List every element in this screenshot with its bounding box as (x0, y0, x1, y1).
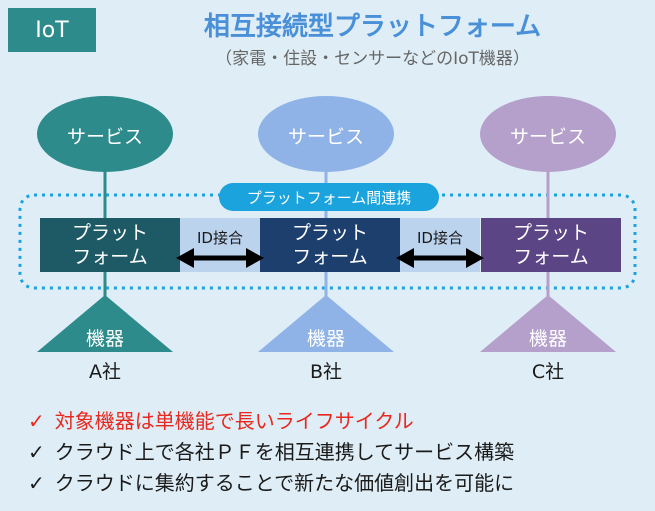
bullet-text: クラウド上で各社ＰＦを相互連携してサービス構築 (54, 440, 515, 464)
bullet-text: 対象機器は単機能で長いライフサイクル (54, 409, 414, 433)
bullet-item: ✓ クラウドに集約することで新たな価値創出を可能に (28, 468, 648, 499)
interop-boundary (18, 193, 637, 290)
slide-title: 相互接続型プラットフォーム (203, 12, 542, 42)
platform-label-line1: プラット (291, 222, 368, 244)
device-label-c: 機器 (528, 328, 567, 350)
device-label-b: 機器 (306, 328, 345, 350)
platform-label-line2: フォーム (513, 246, 589, 268)
id-link-label-bc: ID接合 (417, 229, 463, 247)
platform-label-line2: フォーム (72, 246, 148, 268)
service-oval-c (480, 96, 616, 172)
service-oval-a (37, 96, 173, 172)
device-label-a: 機器 (85, 328, 124, 350)
slide-subtitle: （家電・住設・センサーなどのIoT機器） (215, 49, 530, 69)
platform-box-b (260, 218, 400, 272)
platform-label-line1: プラット (71, 222, 148, 244)
service-label-a: サービス (66, 126, 143, 148)
device-triangle-c (480, 295, 616, 352)
company-label-b: B社 (309, 361, 343, 383)
platform-box-a (40, 218, 180, 272)
service-label-c: サービス (509, 126, 586, 148)
platform-label-c: プラット フォーム (481, 218, 621, 272)
company-label-a: A社 (89, 361, 121, 383)
double-arrow-icon (176, 248, 264, 268)
bullet-text: クラウドに集約することで新たな価値創出を可能に (54, 471, 515, 495)
check-icon: ✓ (28, 409, 45, 433)
check-icon: ✓ (28, 471, 45, 495)
service-label-b: サービス (287, 126, 364, 148)
double-arrow-icon (396, 248, 484, 268)
bullet-item: ✓ クラウド上で各社ＰＦを相互連携してサービス構築 (28, 437, 648, 468)
check-icon: ✓ (28, 440, 45, 464)
device-triangle-b (258, 295, 394, 352)
bullet-list: ✓ 対象機器は単機能で長いライフサイクル ✓ クラウド上で各社ＰＦを相互連携してサー… (28, 406, 648, 499)
iot-tag: IoT (8, 8, 96, 52)
platform-label-a: プラット フォーム (40, 218, 180, 272)
bullet-item: ✓ 対象機器は単機能で長いライフサイクル (28, 406, 648, 437)
platform-label-b: プラット フォーム (260, 218, 400, 272)
platform-box-c (481, 218, 621, 272)
id-link-label-ab: ID接合 (197, 229, 243, 247)
platform-label-line1: プラット (512, 222, 589, 244)
company-label-c: C社 (531, 361, 565, 383)
device-triangle-a (37, 295, 173, 352)
interop-label: プラットフォーム間連携 (219, 183, 439, 211)
service-oval-b (258, 96, 394, 172)
platform-label-line2: フォーム (292, 246, 368, 268)
